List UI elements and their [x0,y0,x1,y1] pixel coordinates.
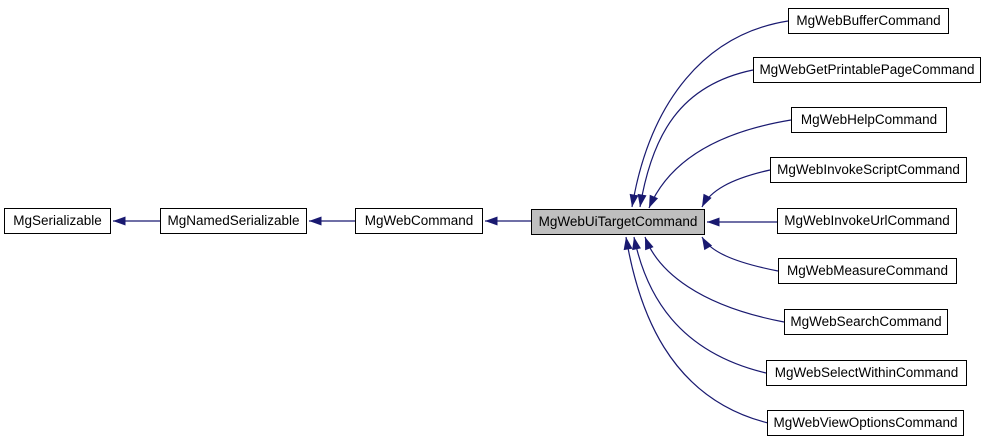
class-node-mgwebmeasurecommand[interactable]: MgWebMeasureCommand [778,258,957,284]
edge-mgwebinvokescriptcommand [701,169,771,208]
edge-mgwebselectwithincommand [632,236,767,374]
edge-mgwebgetprintablepagecommand [637,69,754,208]
class-node-mgnamedserializable[interactable]: MgNamedSerializable [160,208,307,234]
class-node-mgwebgetprintablepagecommand[interactable]: MgWebGetPrintablePageCommand [753,57,981,83]
edge-mgwebhelpcommand [648,119,792,209]
class-node-mgwebinvokescriptcommand[interactable]: MgWebInvokeScriptCommand [770,157,967,183]
class-node-mgwebinvokeurlcommand[interactable]: MgWebInvokeUrlCommand [777,208,957,234]
edge-mgwebsearchcommand [644,236,785,323]
edge-mgwebbuffercommand [629,20,789,208]
class-node-mgwebbuffercommand[interactable]: MgWebBufferCommand [788,8,949,34]
edge-mgwebmeasurecommand [701,236,779,272]
class-node-mgwebsearchcommand[interactable]: MgWebSearchCommand [784,309,948,335]
edge-mgwebviewoptionscommand [623,236,769,424]
class-node-mgwebcommand[interactable]: MgWebCommand [355,208,483,234]
class-node-mgwebselectwithincommand[interactable]: MgWebSelectWithinCommand [766,360,967,386]
class-node-mgwebhelpcommand[interactable]: MgWebHelpCommand [791,107,947,133]
class-node-mgwebuitargetcommand-selected: MgWebUiTargetCommand [531,209,705,235]
class-node-mgwebviewoptionscommand[interactable]: MgWebViewOptionsCommand [767,410,964,436]
class-node-mgserializable[interactable]: MgSerializable [4,208,111,234]
